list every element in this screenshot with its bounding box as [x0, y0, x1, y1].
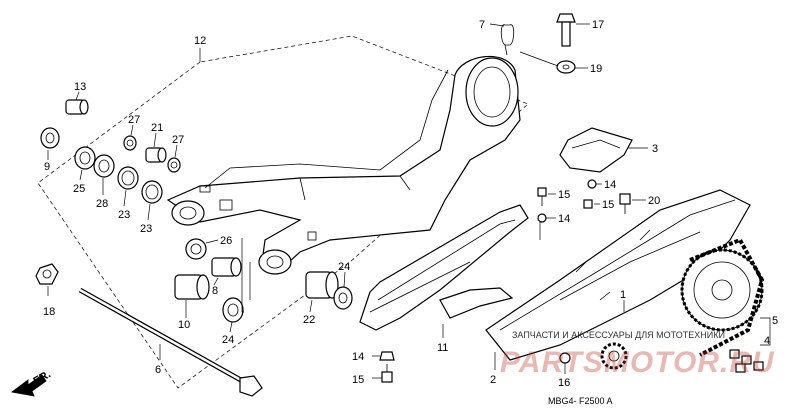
callout-15c: 15 — [352, 374, 364, 386]
callout-4: 4 — [764, 335, 770, 347]
watermark-tagline: ЗАПЧАСТИ И АКСЕССУАРЫ ДЛЯ МОТОТЕХНИКИ — [512, 330, 725, 340]
seal-28 — [93, 154, 115, 195]
washer-19 — [519, 51, 588, 74]
watermark: ЗАПЧАСТИ И АКСЕССУАРЫ ДЛЯ МОТОТЕХНИКИ PA… — [500, 330, 775, 379]
fastener-15a — [537, 187, 556, 206]
fastener-14a — [587, 179, 602, 189]
chain-slider-11 — [359, 204, 541, 338]
nut-18 — [35, 263, 59, 296]
bolt-17 — [556, 13, 590, 47]
seal-24b — [333, 271, 353, 310]
callout-14b: 14 — [558, 213, 570, 225]
bearing-23a — [117, 166, 139, 207]
bracket-1-5 — [623, 300, 771, 346]
callout-labels: 12 13 27 21 27 9 25 28 23 23 26 8 10 24 … — [43, 19, 778, 389]
callout-16: 16 — [558, 377, 570, 389]
bearing-23b — [141, 180, 163, 221]
seal-25 — [74, 146, 96, 181]
seal-24a — [222, 297, 244, 333]
bushing-10 — [174, 274, 210, 318]
callout-17: 17 — [592, 19, 604, 31]
callout-19: 19 — [590, 63, 602, 75]
callout-18: 18 — [43, 306, 55, 318]
callout-12: 12 — [194, 35, 206, 47]
diagram-code: MBG4- F2500 A — [548, 396, 613, 406]
callout-25: 25 — [73, 183, 85, 195]
drive-sprocket — [600, 342, 628, 370]
callout-1: 1 — [620, 289, 626, 301]
drive-chain — [689, 237, 765, 357]
callout-23b: 23 — [140, 223, 152, 235]
callout-15a: 15 — [558, 189, 570, 201]
callout-21: 21 — [151, 122, 163, 134]
callout-20: 20 — [648, 195, 660, 207]
fastener-15b — [583, 199, 600, 209]
collar-8 — [211, 257, 242, 286]
bushing-13 — [65, 91, 89, 115]
callout-11: 11 — [437, 342, 448, 354]
swingarm-group-outline — [37, 35, 529, 389]
callout-13: 13 — [74, 81, 86, 93]
fastener-15c — [372, 364, 393, 383]
nuts-4 — [729, 349, 764, 373]
callout-28: 28 — [96, 198, 108, 210]
fastener-14c — [372, 351, 395, 361]
callout-14c: 14 — [352, 351, 364, 363]
bolt-16 — [559, 352, 571, 374]
callout-14a: 14 — [604, 179, 616, 191]
fastener-14b — [537, 213, 556, 223]
collar-21 — [145, 132, 167, 163]
callout-24b: 24 — [338, 261, 350, 273]
bracket-lines — [241, 238, 251, 313]
callout-2: 2 — [490, 374, 496, 386]
callout-9: 9 — [44, 161, 50, 173]
callout-7: 7 — [479, 19, 485, 31]
washer-27a — [123, 124, 137, 151]
cap-9 — [40, 127, 60, 160]
callout-27a: 27 — [128, 114, 140, 126]
callout-27b: 27 — [172, 134, 184, 146]
front-arrow-icon — [11, 374, 47, 397]
watermark-logo: PARTSMOTOR.RU — [500, 346, 775, 379]
callout-8: 8 — [212, 285, 218, 297]
clip-7 — [489, 23, 515, 56]
swingarm — [166, 55, 521, 275]
seal-26 — [185, 238, 219, 260]
washer-27b — [167, 144, 181, 173]
bearing-22 — [305, 271, 339, 313]
callout-22: 22 — [303, 314, 315, 326]
callout-24a: 24 — [222, 334, 234, 346]
callout-26: 26 — [220, 235, 232, 247]
callout-15b: 15 — [602, 199, 614, 211]
front-label: FR. — [32, 368, 53, 387]
callout-3: 3 — [652, 143, 658, 155]
callout-23a: 23 — [118, 209, 130, 221]
chain-guard-3 — [559, 127, 648, 173]
callout-5: 5 — [772, 315, 778, 327]
pivot-bolt-6 — [78, 287, 263, 397]
fastener-20 — [619, 193, 646, 214]
callout-6: 6 — [155, 364, 161, 376]
callout-10: 10 — [178, 319, 190, 331]
rear-sprocket — [680, 248, 764, 332]
